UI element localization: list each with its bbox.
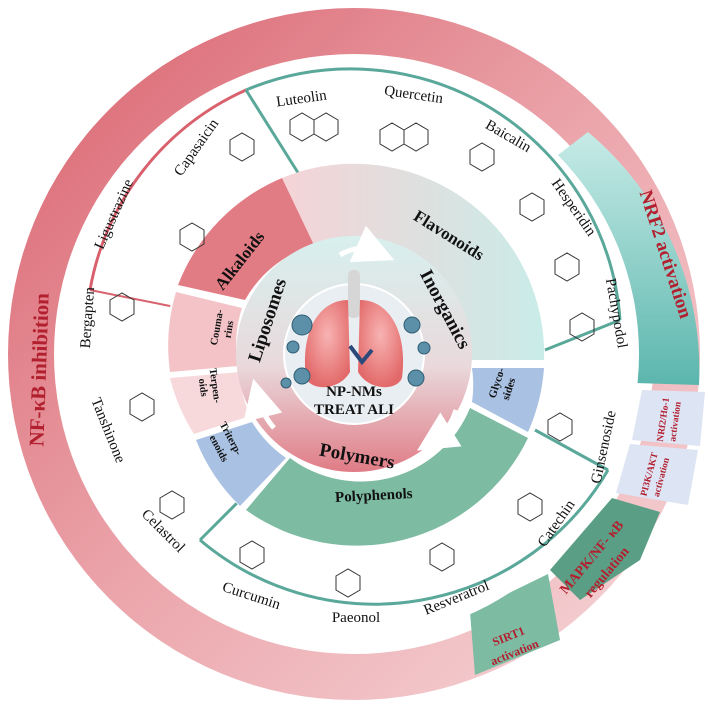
- compound-luteolin: Luteolin: [275, 88, 328, 111]
- class-terpenoids-line2: oids: [196, 378, 209, 397]
- center-title-line2: TREAT ALI: [314, 402, 394, 418]
- class-terpenoids-line1: Terpen-: [207, 367, 223, 404]
- class-polyphenols: Polyphenols: [335, 486, 413, 506]
- compound-paeonol: Paeonol: [332, 610, 380, 626]
- nanoparticles: [280, 314, 431, 389]
- pathway-nfkb: NF-κB inhibition: [24, 292, 53, 447]
- cycle-arrows: [243, 225, 462, 451]
- center-title-line1: NP-NMs: [326, 384, 382, 400]
- pathway-boxes: [470, 390, 705, 675]
- lung-illustration: [304, 270, 404, 388]
- compound-bergapten: Bergapten: [78, 286, 98, 349]
- class-coumarins-line2: rins: [223, 320, 237, 339]
- chemical-structures: [109, 112, 595, 598]
